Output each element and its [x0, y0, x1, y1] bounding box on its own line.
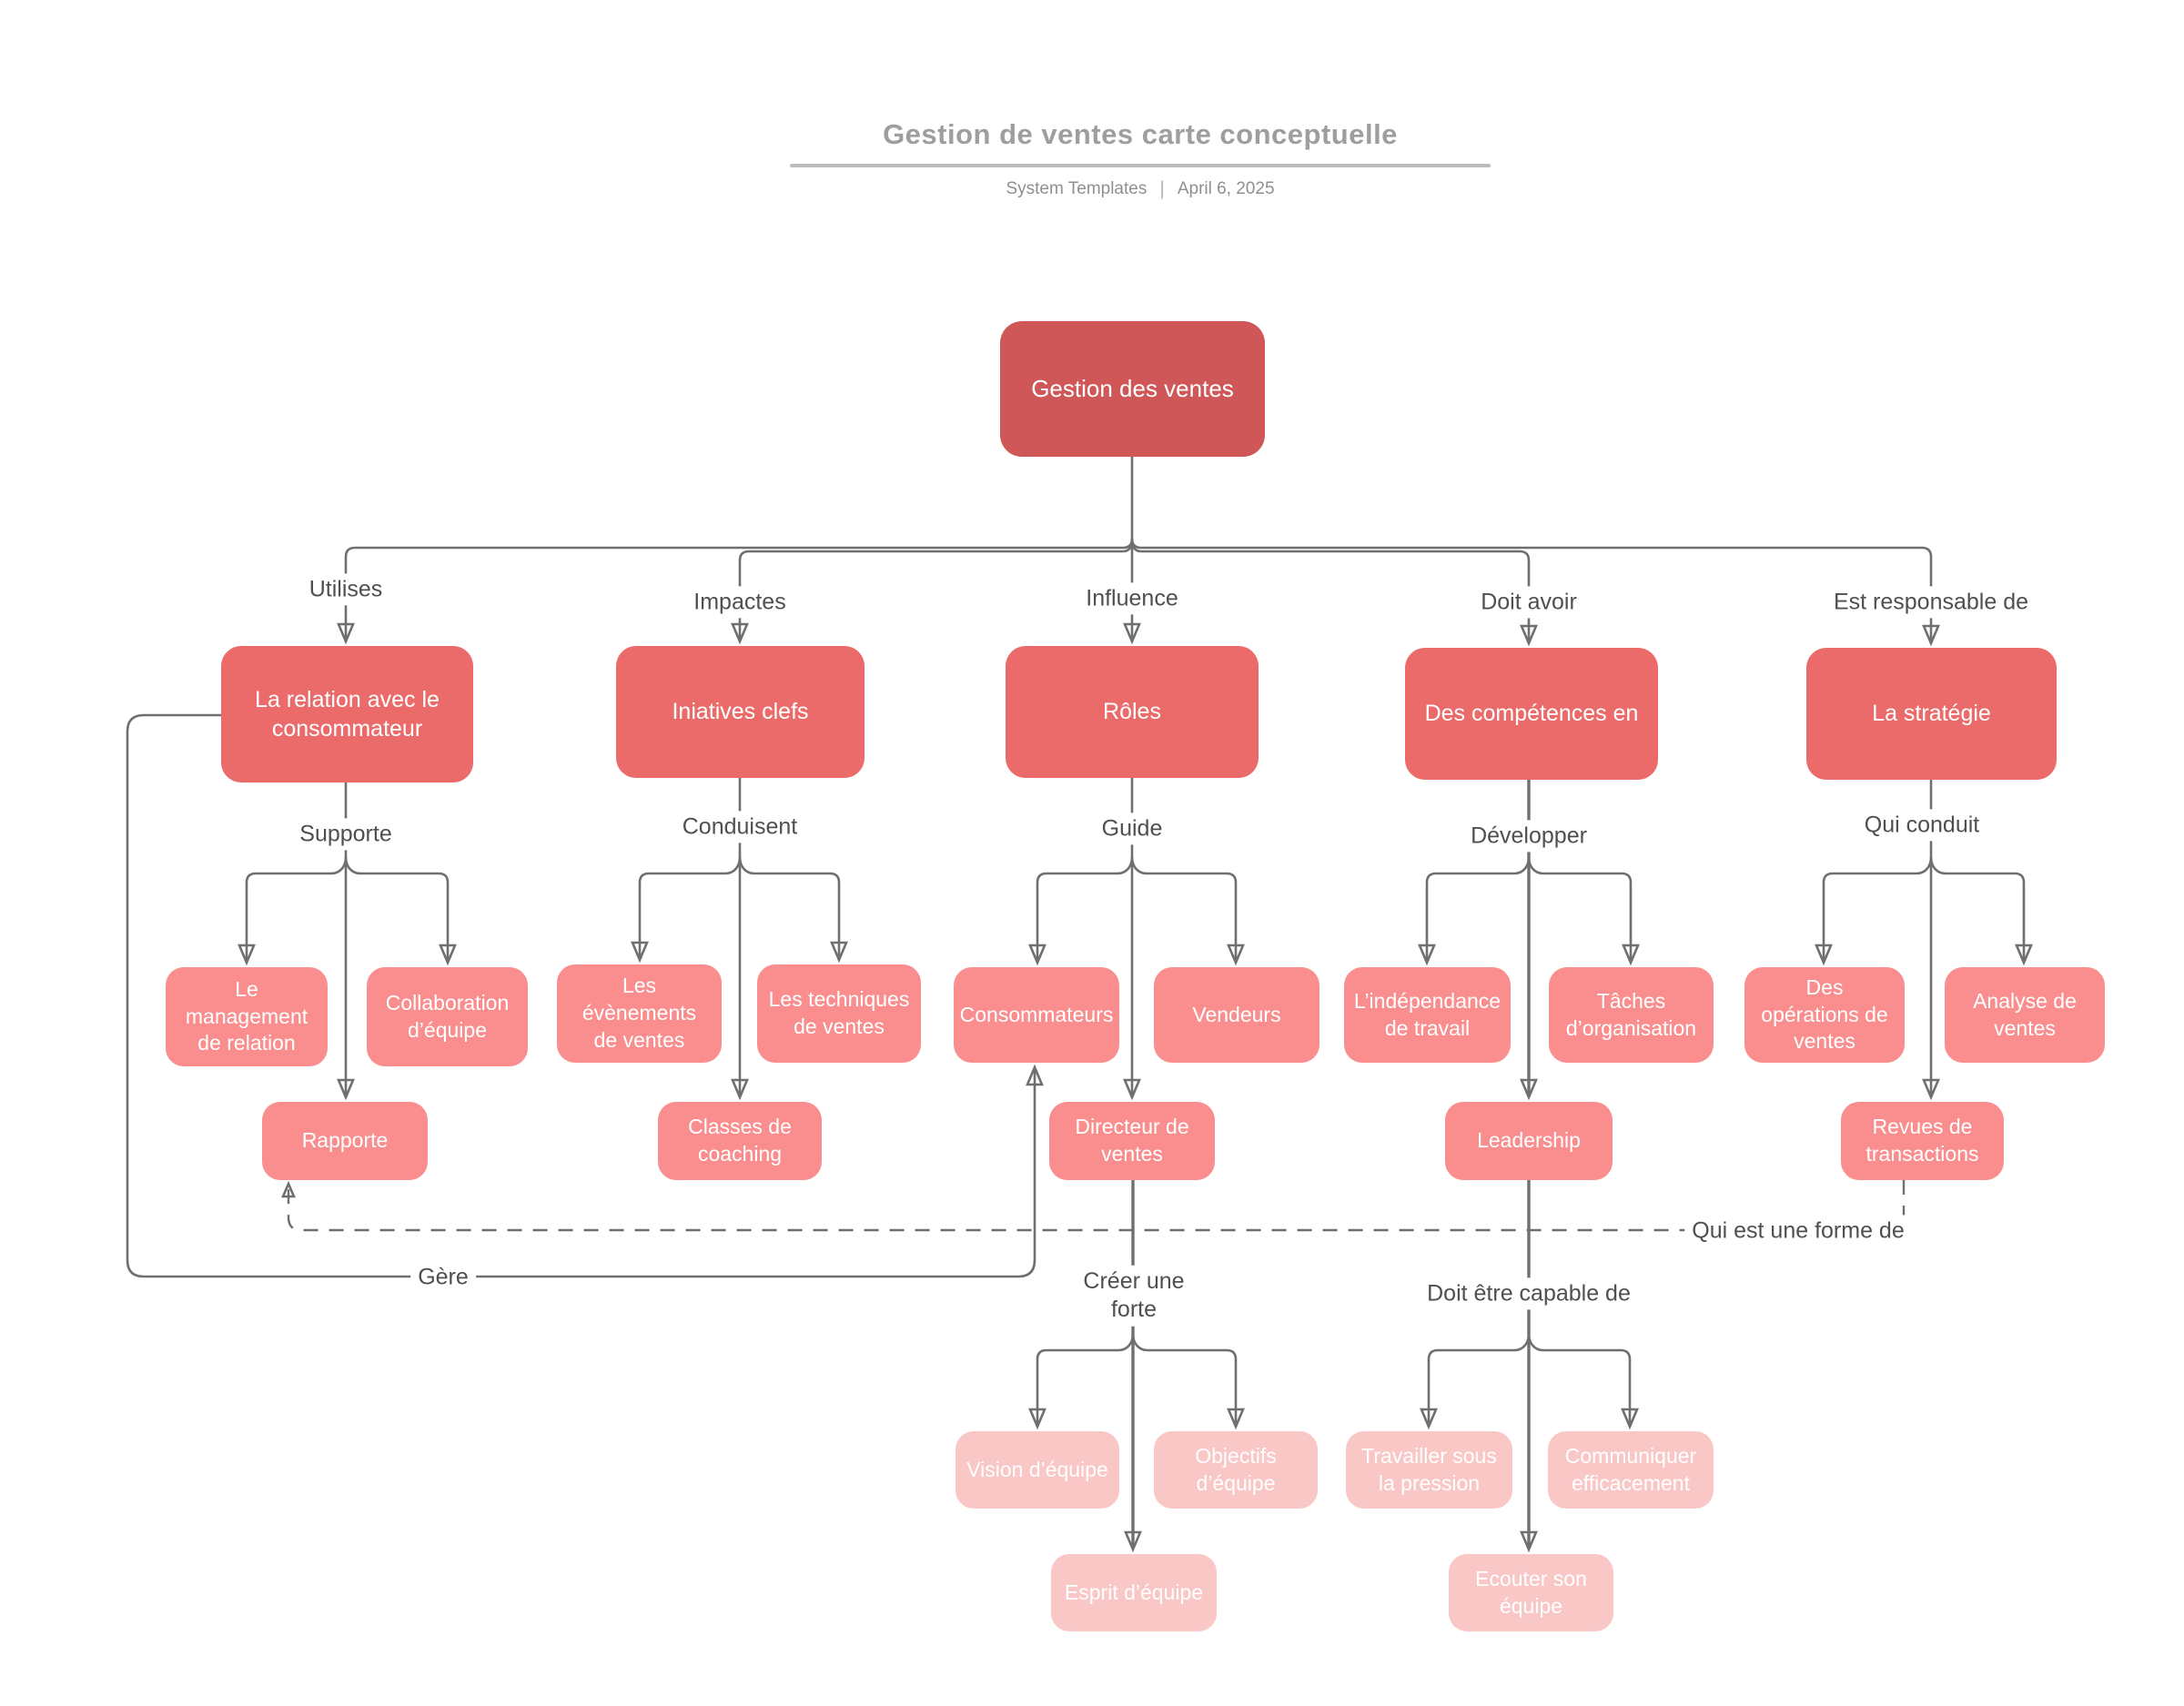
edge-label-impactes[interactable]: Impactes — [686, 586, 794, 619]
node-classes-coaching[interactable]: Classes de coaching — [658, 1102, 822, 1180]
edge-qui-conduit-left[interactable] — [1815, 856, 1933, 966]
edge-label-qui-est-une-forme-de[interactable]: Qui est une forme de — [1684, 1215, 1912, 1247]
node-consommateurs[interactable]: Consommateurs — [954, 967, 1119, 1063]
edge-developper-left[interactable] — [1418, 856, 1531, 966]
edge-conduisent-right[interactable] — [738, 856, 848, 964]
node-analyse-ventes[interactable]: Analyse de ventes — [1945, 967, 2105, 1063]
node-vision-equipe[interactable]: Vision d’équipe — [956, 1431, 1119, 1509]
node-communiquer-efficacement[interactable]: Communiquer efficacement — [1548, 1431, 1714, 1509]
title-underline — [790, 164, 1491, 167]
edge-creer-right[interactable] — [1131, 1333, 1245, 1430]
edge-supporte-right[interactable] — [344, 856, 457, 966]
node-taches-organisation[interactable]: Tâches d’organisation — [1549, 967, 1714, 1063]
edge-label-developper[interactable]: Développer — [1463, 820, 1594, 853]
node-directeur-ventes[interactable]: Directeur de ventes — [1049, 1102, 1215, 1180]
edge-capable-right[interactable] — [1527, 1333, 1639, 1430]
node-roles[interactable]: Rôles — [1006, 646, 1259, 778]
edge-guide-right[interactable] — [1130, 856, 1245, 966]
node-independance-travail[interactable]: L’indépendance de travail — [1344, 967, 1511, 1063]
edge-label-doit-avoir[interactable]: Doit avoir — [1473, 586, 1584, 619]
node-esprit-equipe[interactable]: Esprit d’équipe — [1051, 1554, 1217, 1631]
node-travailler-pression[interactable]: Travailler sous la pression — [1346, 1431, 1512, 1509]
edge-label-creer-une-forte[interactable]: Créer une forte — [1058, 1265, 1209, 1327]
byline: System Templates — [1006, 179, 1148, 198]
node-rapporte[interactable]: Rapporte — [262, 1102, 428, 1180]
edge-doit-avoir[interactable] — [1130, 538, 1538, 647]
node-vendeurs[interactable]: Vendeurs — [1154, 967, 1320, 1063]
node-management-relation[interactable]: Le management de relation — [166, 967, 328, 1066]
node-techniques-ventes[interactable]: Les techniques de ventes — [757, 964, 921, 1063]
node-ecouter-equipe[interactable]: Ecouter son équipe — [1449, 1554, 1613, 1631]
node-revues-transactions[interactable]: Revues de transactions — [1841, 1102, 2004, 1180]
edge-creer-left[interactable] — [1028, 1333, 1135, 1430]
edge-label-supporte[interactable]: Supporte — [292, 818, 399, 851]
node-leadership[interactable]: Leadership — [1445, 1102, 1613, 1180]
edge-label-conduisent[interactable]: Conduisent — [674, 811, 805, 843]
edge-label-utilises[interactable]: Utilises — [301, 573, 390, 606]
edge-label-guide[interactable]: Guide — [1094, 813, 1170, 845]
edge-label-gere[interactable]: Gère — [410, 1261, 476, 1294]
node-objectifs-equipe[interactable]: Objectifs d’équipe — [1154, 1431, 1318, 1509]
page-title: Gestion de ventes carte conceptuelle — [883, 118, 1398, 150]
edge-label-doit-etre-capable[interactable]: Doit être capable de — [1408, 1277, 1650, 1310]
node-competences[interactable]: Des compétences en — [1405, 648, 1658, 780]
node-gestion-des-ventes[interactable]: Gestion des ventes — [1000, 321, 1265, 457]
header: Gestion de ventes carte conceptuelle Sys… — [790, 118, 1491, 200]
edge-impactes[interactable] — [731, 538, 1134, 645]
node-operations-ventes[interactable]: Des opérations de ventes — [1744, 967, 1905, 1063]
edge-label-influence[interactable]: Influence — [1078, 582, 1186, 615]
subtitle-separator: | — [1159, 178, 1165, 199]
node-relation-consommateur[interactable]: La relation avec le consommateur — [221, 646, 473, 782]
edge-supporte-left[interactable] — [238, 856, 348, 966]
node-strategie[interactable]: La stratégie — [1806, 648, 2057, 780]
edge-label-qui-conduit[interactable]: Qui conduit — [1856, 809, 1987, 842]
edge-capable-left[interactable] — [1420, 1333, 1531, 1430]
edge-label-est-responsable[interactable]: Est responsable de — [1825, 586, 2037, 619]
date: April 6, 2025 — [1177, 179, 1275, 198]
node-evenements-ventes[interactable]: Les évènements de ventes — [557, 964, 722, 1063]
header-subtitle: System Templates | April 6, 2025 — [790, 178, 1491, 200]
edge-qui-conduit-right[interactable] — [1929, 856, 2033, 966]
node-collaboration-equipe[interactable]: Collaboration d’équipe — [367, 967, 528, 1066]
edge-developper-right[interactable] — [1527, 856, 1640, 966]
node-iniatives-clefs[interactable]: Iniatives clefs — [616, 646, 864, 778]
edge-qui-est-une-forme-de[interactable] — [281, 1180, 1906, 1232]
edge-guide-left[interactable] — [1028, 856, 1134, 966]
edge-gere[interactable] — [126, 713, 1044, 1278]
edge-est-responsable[interactable] — [1130, 538, 1940, 647]
edge-conduisent-left[interactable] — [631, 856, 742, 964]
